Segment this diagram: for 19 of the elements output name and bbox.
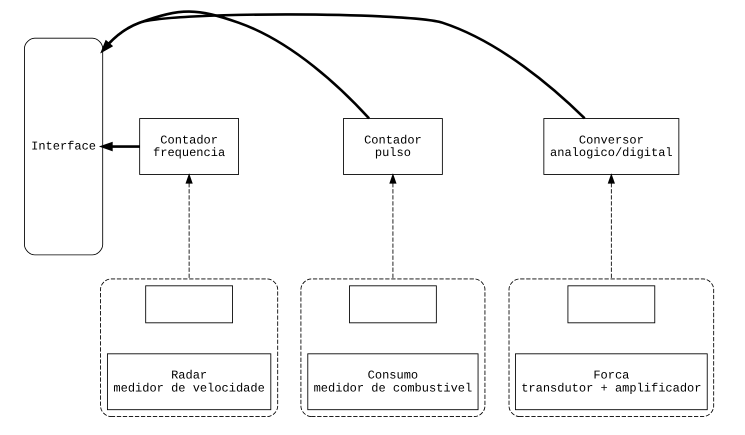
arrow [389, 173, 397, 280]
cluster [100, 278, 278, 417]
node-box: Interface [24, 38, 104, 256]
node-box: Forca transdutor + amplificador [515, 353, 708, 410]
arrow [98, 142, 140, 152]
node-box: Contador frequencia [139, 118, 239, 175]
node-box: Radar medidor de velocidade [107, 353, 272, 410]
node-box [568, 285, 656, 324]
arrow [186, 173, 193, 280]
arrow [100, 13, 586, 120]
cluster [300, 278, 486, 417]
node-box: Consumo medidor de combustivel [307, 353, 478, 410]
node-box: Contador pulso [343, 118, 443, 175]
node-box: Conversor analogico/digital [543, 118, 680, 175]
node-box [349, 285, 437, 324]
arrow [608, 173, 615, 280]
cluster [508, 278, 714, 417]
node-box [145, 285, 233, 324]
arrow [100, 10, 370, 120]
